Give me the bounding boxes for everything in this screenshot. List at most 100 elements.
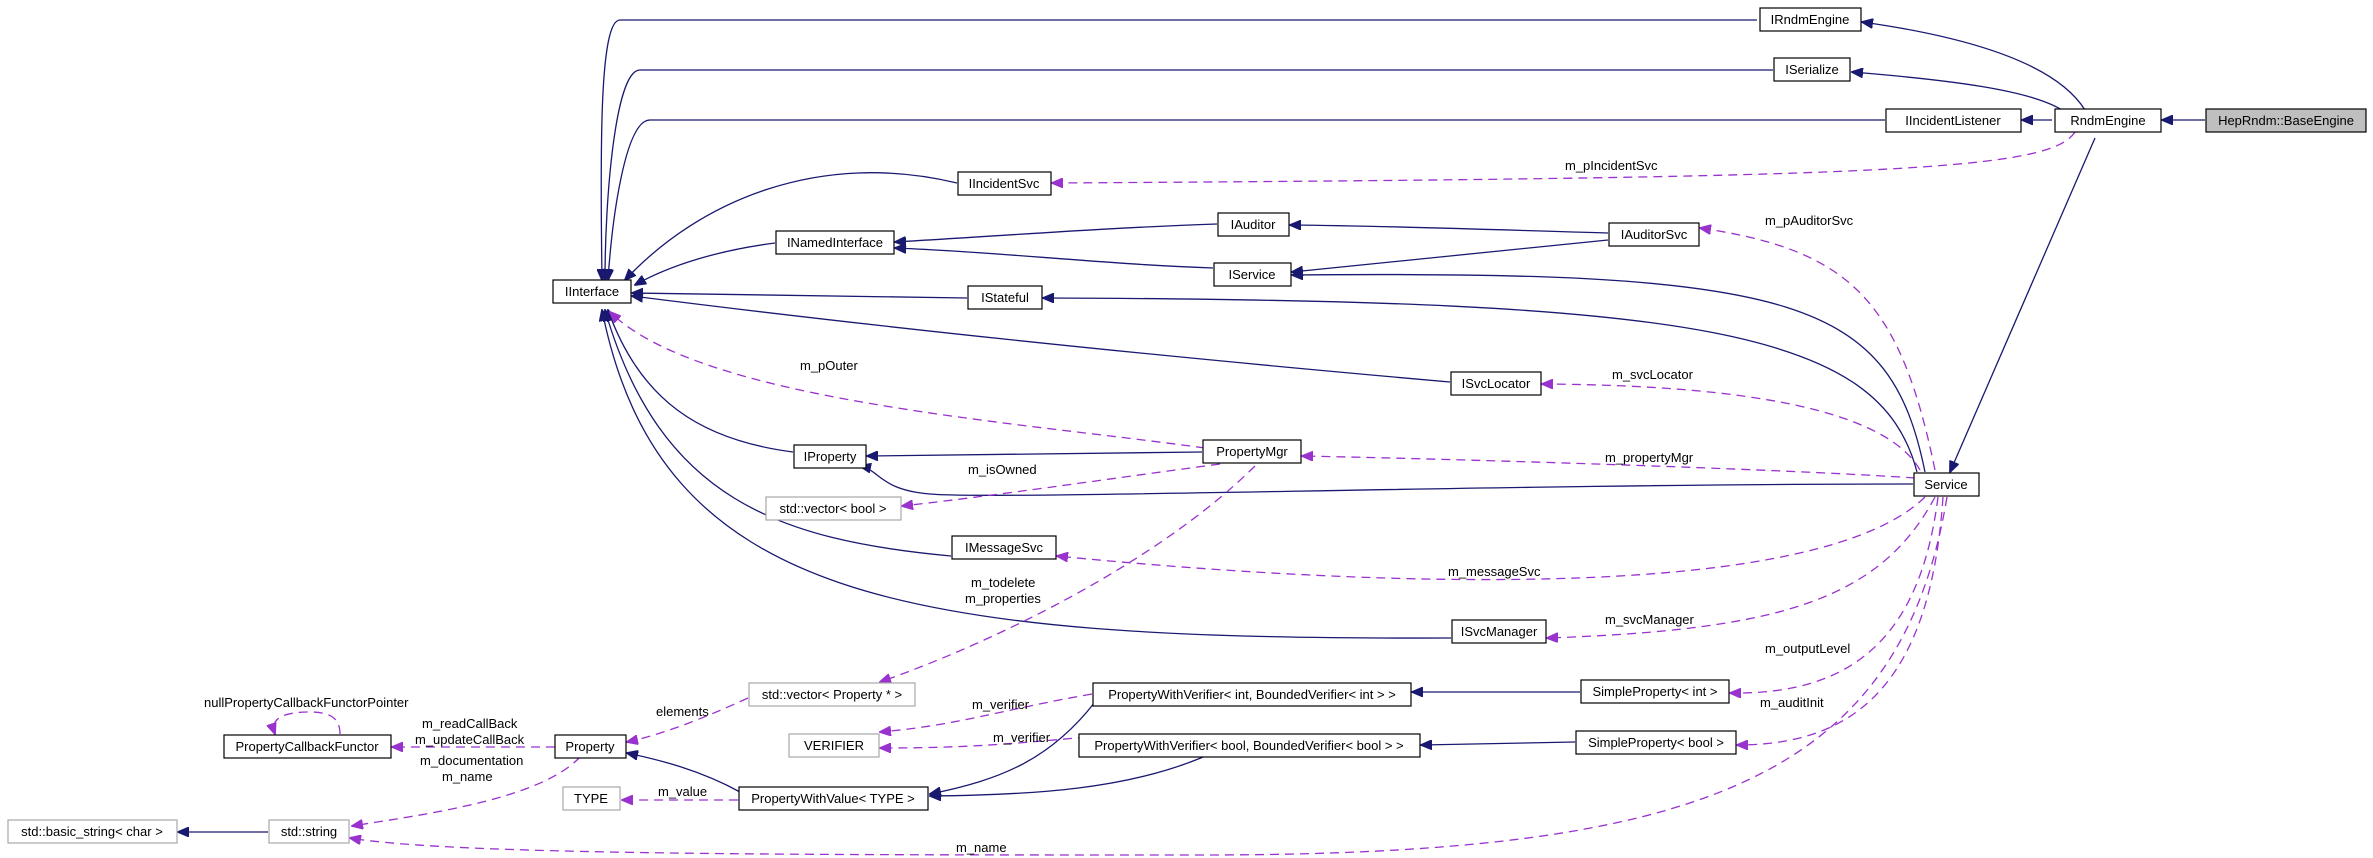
- node-pwv-bool[interactable]: PropertyWithVerifier< bool, BoundedVerif…: [1078, 733, 1421, 758]
- edge-iincidentlistener-iinterface: [608, 119, 1885, 280]
- edge-imessagesvc-iinterface: [605, 310, 952, 557]
- edge-dash-messagesvc: [1057, 496, 1926, 581]
- label-m-readcallback: m_readCallBack: [422, 716, 518, 731]
- node-service[interactable]: Service: [1913, 472, 1980, 497]
- node-simple-property-bool[interactable]: SimpleProperty< bool >: [1575, 730, 1737, 755]
- node-rndm-engine[interactable]: RndmEngine: [2054, 108, 2162, 133]
- node-label: TYPE: [574, 791, 608, 806]
- node-vector-property[interactable]: std::vector< Property * >: [748, 682, 916, 707]
- node-label: HepRndm::BaseEngine: [2218, 113, 2354, 128]
- node-label: ISerialize: [1785, 62, 1838, 77]
- node-hep-base-engine[interactable]: HepRndm::BaseEngine: [2205, 108, 2367, 133]
- node-i-service[interactable]: IService: [1213, 262, 1292, 287]
- label-m-outputlevel: m_outputLevel: [1765, 641, 1850, 656]
- label-null-pointer: nullPropertyCallbackFunctorPointer: [204, 695, 409, 710]
- edge-dash-pouter: [610, 312, 1206, 449]
- node-i-auditor[interactable]: IAuditor: [1217, 212, 1290, 237]
- node-i-serialize[interactable]: ISerialize: [1773, 57, 1851, 82]
- node-i-property[interactable]: IProperty: [793, 444, 867, 469]
- node-vector-bool[interactable]: std::vector< bool >: [765, 496, 902, 521]
- edge-iserialize-iinterface: [605, 69, 1773, 280]
- edge-iincidentsvc-iinterface: [625, 172, 958, 280]
- node-label: IService: [1229, 267, 1276, 282]
- node-label: PropertyWithVerifier< int, BoundedVerifi…: [1108, 687, 1396, 702]
- edge-service-istateful: [1043, 298, 1918, 473]
- node-property[interactable]: Property: [554, 734, 627, 759]
- node-pwv-int[interactable]: PropertyWithVerifier< int, BoundedVerifi…: [1092, 682, 1412, 707]
- node-verifier[interactable]: VERIFIER: [788, 733, 880, 758]
- edge-service-rndmengine: [1950, 137, 2096, 472]
- edge-propertymgr-iproperty: [867, 452, 1203, 456]
- label-m-propertymgr: m_propertyMgr: [1605, 450, 1694, 465]
- edge-dash-auditorsvc: [1700, 228, 1936, 471]
- edge-labels: m_pIncidentSvc m_pAuditorSvc m_pOuter m_…: [204, 158, 1854, 855]
- node-label: IProperty: [804, 449, 857, 464]
- edge-pwv-property: [627, 753, 741, 793]
- label-m-pouter: m_pOuter: [800, 358, 858, 373]
- node-std-string[interactable]: std::string: [268, 819, 350, 844]
- edge-rndmengine-irndmengine: [1862, 22, 2086, 111]
- edge-irndmengine-iinterface: [601, 19, 1757, 280]
- label-m-pauditorsvc: m_pAuditorSvc: [1765, 213, 1854, 228]
- nodes: HepRndm::BaseEngine RndmEngine IRndmEngi…: [7, 7, 2367, 844]
- edge-pwvbool-pwv: [930, 753, 1211, 796]
- label-m-svcmanager: m_svcManager: [1605, 612, 1695, 627]
- node-i-stateful[interactable]: IStateful: [967, 285, 1043, 310]
- node-i-svc-manager[interactable]: ISvcManager: [1451, 619, 1547, 644]
- label-elements: elements: [656, 704, 709, 719]
- edge-isvcmanager-iinterface: [602, 310, 1452, 639]
- label-m-isowned: m_isOwned: [968, 462, 1037, 477]
- edge-dash-propertymgr: [1302, 456, 1916, 479]
- label-m-todelete: m_todelete: [971, 575, 1035, 590]
- node-label: ISvcLocator: [1462, 376, 1531, 391]
- node-property-with-value[interactable]: PropertyWithValue< TYPE >: [738, 786, 929, 811]
- node-label: PropertyWithVerifier< bool, BoundedVerif…: [1094, 738, 1403, 753]
- node-label: std::vector< Property * >: [762, 687, 902, 702]
- node-simple-property-int[interactable]: SimpleProperty< int >: [1580, 679, 1730, 704]
- node-label: IIncidentListener: [1905, 113, 2001, 128]
- node-i-message-svc[interactable]: IMessageSvc: [951, 535, 1057, 560]
- node-label: IRndmEngine: [1771, 12, 1850, 27]
- label-m-svclocator: m_svcLocator: [1612, 367, 1694, 382]
- edge-inamedinterface-iinterface: [635, 242, 776, 285]
- node-label: PropertyMgr: [1216, 444, 1288, 459]
- edge-dash-incidentsvc: [1052, 131, 2076, 183]
- label-m-messagesvc: m_messageSvc: [1448, 564, 1541, 579]
- node-basic-string[interactable]: std::basic_string< char >: [7, 819, 178, 844]
- node-label: std::string: [281, 824, 337, 839]
- node-label: ISvcManager: [1461, 624, 1538, 639]
- edge-iauditor-inamedinterface: [895, 223, 1218, 242]
- node-property-callback-functor[interactable]: PropertyCallbackFunctor: [223, 734, 392, 759]
- node-label: SimpleProperty< bool >: [1588, 735, 1724, 750]
- node-property-mgr[interactable]: PropertyMgr: [1202, 439, 1302, 464]
- edge-service-iproperty: [860, 466, 1914, 496]
- node-label: IInterface: [565, 284, 619, 299]
- node-label: Property: [565, 739, 615, 754]
- edge-istateful-iinterface: [632, 293, 968, 299]
- node-label: PropertyWithValue< TYPE >: [751, 791, 915, 806]
- node-i-named-interface[interactable]: INamedInterface: [775, 230, 895, 255]
- edge-iauditorsvc-iservice: [1292, 239, 1609, 272]
- node-label: IAuditorSvc: [1621, 227, 1688, 242]
- edge-dash-isowned: [902, 463, 1221, 506]
- node-type[interactable]: TYPE: [562, 786, 621, 811]
- edge-dash-properties: [880, 465, 1256, 682]
- label-m-name-2: m_name: [956, 840, 1007, 855]
- label-m-properties: m_properties: [965, 591, 1041, 606]
- edge-iauditorsvc-iauditor: [1290, 225, 1609, 234]
- node-i-incident-listener[interactable]: IIncidentListener: [1885, 108, 2022, 133]
- label-m-value: m_value: [658, 784, 707, 799]
- label-m-documentation: m_documentation: [420, 753, 523, 768]
- node-i-incident-svc[interactable]: IIncidentSvc: [957, 171, 1052, 196]
- edge-dash-svclocator: [1542, 384, 1921, 471]
- edge-pwvint-pwv: [930, 701, 1096, 794]
- label-m-pincidentsvc: m_pIncidentSvc: [1565, 158, 1658, 173]
- node-i-interface[interactable]: IInterface: [552, 279, 632, 304]
- node-i-svc-locator[interactable]: ISvcLocator: [1450, 371, 1542, 396]
- edge-dash-verifier-2: [880, 736, 1088, 748]
- node-i-auditor-svc[interactable]: IAuditorSvc: [1608, 222, 1700, 247]
- edge-iproperty-iinterface: [608, 310, 794, 453]
- edge-rndmengine-iserialize: [1852, 72, 2063, 111]
- node-i-rndm-engine[interactable]: IRndmEngine: [1759, 7, 1862, 32]
